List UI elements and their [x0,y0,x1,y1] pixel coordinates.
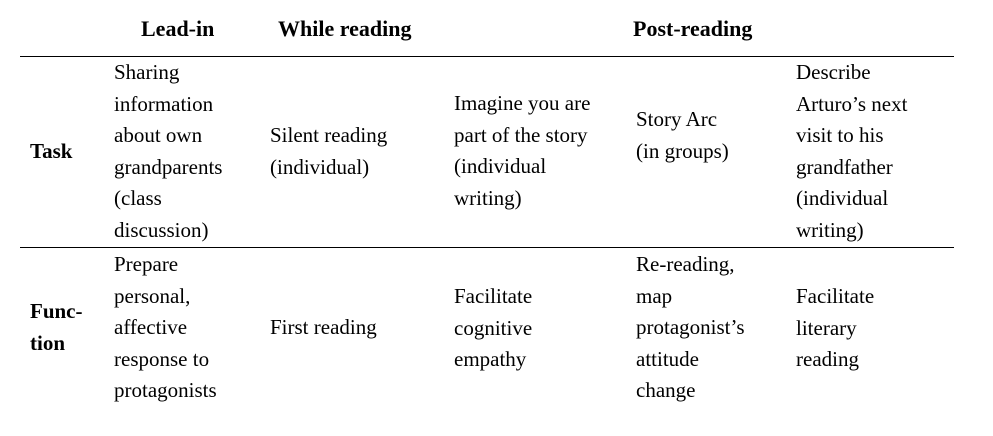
function-post-reading-cell-3: Facilitate literary reading [796,284,875,372]
task-post-reading-cell-1: Imagine you are part of the story (indiv… [454,91,591,210]
task-post-reading-cell-3: Describe Arturo’s next visit to his gran… [796,60,908,242]
row-rule [20,247,954,248]
header-while-reading: While reading [278,16,412,41]
row-label-function: Func- tion [30,299,83,355]
function-post-reading-cell-2: Re-reading, map protagonist’s attitude c… [636,252,745,403]
function-lead-in-cell: Prepare personal, affective response to … [114,252,217,403]
function-while-reading-cell: First reading [270,315,377,339]
function-post-reading-cell-1: Facilitate cognitive empathy [454,284,533,372]
task-post-reading-cell-2: Story Arc (in groups) [636,107,729,163]
header-lead-in: Lead-in [141,16,215,41]
task-while-reading-cell: Silent reading (individual) [270,123,388,179]
task-lead-in-cell: Sharing information about own grandparen… [114,60,223,242]
header-post-reading: Post-reading [633,16,753,41]
header-rule [20,56,954,57]
row-label-task: Task [30,139,73,163]
